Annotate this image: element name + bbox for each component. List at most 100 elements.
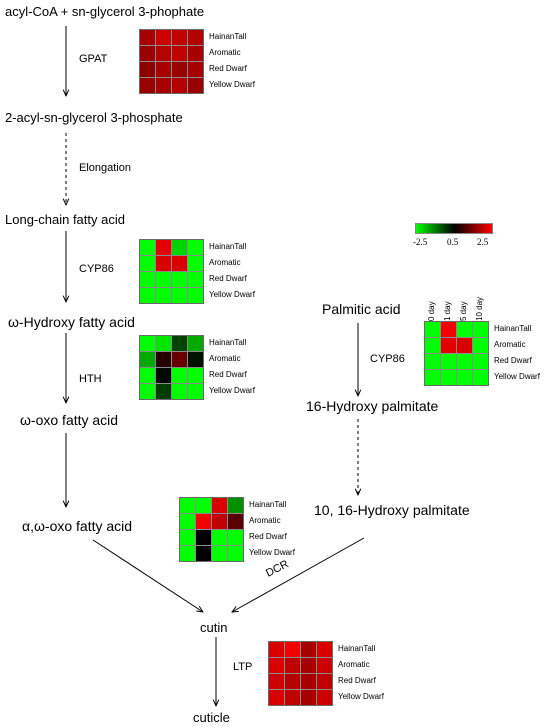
heatmap-row-label: Yellow Dwarf [494,372,540,381]
node-10-16-hydroxy-palmitate: 10, 16-Hydroxy palmitate [314,502,470,518]
heatmap-cell-cyp86_left-r1-c1 [156,256,171,271]
heatmap-cell-cyp86_right-r0-c3 [473,322,488,337]
heatmap-cell-cyp86_right-r2-c3 [473,354,488,369]
heatmap-cell-cyp86_left-r2-c0 [140,272,155,287]
heatmap-cell-ltp-r1-c2 [301,658,316,673]
heatmap-row-label: Aromatic [249,516,281,525]
heatmap-cell-hth-r1-c2 [172,352,187,367]
heatmap-row-label: Yellow Dwarf [209,386,255,395]
heatmap-row-label: Red Dwarf [249,532,287,541]
node-palmitic-acid: Palmitic acid [322,301,401,317]
heatmap-cell-cyp86_left-r0-c1 [156,240,171,255]
heatmap-row-label: Yellow Dwarf [209,80,255,89]
heatmap-cell-ltp-r0-c0 [269,642,284,657]
heatmap-cell-gpat-r3-c3 [188,78,203,93]
heatmap-cell-alpha_omega_oxo-r3-c1 [196,546,211,561]
node-acyl-glycerol-phosphate: 2-acyl-sn-glycerol 3-phosphate [5,110,183,125]
heatmap-cell-cyp86_left-r3-c1 [156,288,171,303]
enzyme-gpat: GPAT [79,53,108,65]
heatmap-cell-alpha_omega_oxo-r3-c0 [180,546,195,561]
heatmap-cell-cyp86_right-r0-c0 [425,322,440,337]
heatmap-cell-hth-r3-c1 [156,384,171,399]
heatmap-cell-ltp-r2-c0 [269,674,284,689]
heatmap-cell-cyp86_right-r2-c2 [457,354,472,369]
heatmap-cell-gpat-r0-c0 [140,30,155,45]
heatmap-cell-ltp-r3-c3 [317,690,332,705]
heatmap-cell-cyp86_left-r1-c0 [140,256,155,271]
heatmap-cell-gpat-r3-c0 [140,78,155,93]
heatmap-cell-ltp-r2-c1 [285,674,300,689]
enzyme-elongation: Elongation [79,162,131,174]
arrow-dcr [232,537,365,612]
heatmap-row-label: Aromatic [209,354,241,363]
heatmap-cell-alpha_omega_oxo-r1-c2 [212,514,227,529]
heatmap-cell-hth-r0-c0 [140,336,155,351]
heatmap-grid [139,29,204,94]
heatmap-grid [424,321,489,386]
heatmap-cell-cyp86_left-r3-c0 [140,288,155,303]
heatmap-row-label: HainanTall [209,242,247,251]
heatmap-cell-gpat-r1-c0 [140,46,155,61]
heatmap-cell-cyp86_right-r2-c0 [425,354,440,369]
heatmap-row-label: Red Dwarf [209,274,247,283]
node-cuticle: cuticle [193,710,230,725]
heatmap-cell-cyp86_left-r3-c3 [188,288,203,303]
heatmap-cell-alpha_omega_oxo-r3-c2 [212,546,227,561]
heatmap-cell-gpat-r3-c2 [172,78,187,93]
enzyme-cyp86-left: CYP86 [79,263,114,275]
heatmap-cell-alpha_omega_oxo-r3-c3 [228,546,243,561]
heatmap-cell-cyp86_left-r2-c1 [156,272,171,287]
enzyme-hth: HTH [79,373,102,385]
heatmap-cell-ltp-r3-c2 [301,690,316,705]
heatmap-cell-ltp-r0-c3 [317,642,332,657]
heatmap-cell-ltp-r1-c1 [285,658,300,673]
node-16-hydroxy-palmitate: 16-Hydroxy palmitate [306,398,439,414]
heatmap-cell-gpat-r0-c2 [172,30,187,45]
heatmap-cell-gpat-r1-c3 [188,46,203,61]
heatmap-cell-hth-r2-c3 [188,368,203,383]
heatmap-row-label: HainanTall [249,500,287,509]
heatmap-row-label: Red Dwarf [209,370,247,379]
node-acyl-coa: acyl-CoA + sn-glycerol 3-phophate [5,4,205,19]
heatmap-cell-gpat-r1-c1 [156,46,171,61]
node-long-chain-fatty-acid: Long-chain fatty acid [5,212,125,227]
node-omega-hydroxy-fatty-acid: ω-Hydroxy fatty acid [8,314,135,330]
color-scale-bar [415,223,493,234]
heatmap-cell-hth-r3-c2 [172,384,187,399]
heatmap-cell-ltp-r0-c1 [285,642,300,657]
heatmap-cell-gpat-r1-c2 [172,46,187,61]
heatmap-row-label: HainanTall [338,644,376,653]
heatmap-grid [139,239,204,304]
heatmap-column-label: 10 day [475,296,484,321]
heatmap-cell-hth-r0-c2 [172,336,187,351]
heatmap-cell-gpat-r2-c1 [156,62,171,77]
heatmap-cell-ltp-r3-c1 [285,690,300,705]
legend-tick-min: -2.5 [413,237,428,247]
heatmap-row-label: HainanTall [494,324,532,333]
enzyme-ltp: LTP [233,661,253,673]
heatmap-cell-gpat-r3-c1 [156,78,171,93]
heatmap-cell-ltp-r2-c3 [317,674,332,689]
heatmap-cell-ltp-r0-c2 [301,642,316,657]
heatmap-cell-cyp86_right-r0-c1 [441,322,456,337]
heatmap-row-label: Aromatic [494,340,526,349]
heatmap-cell-cyp86_right-r2-c1 [441,354,456,369]
heatmap-cell-cyp86_left-r1-c2 [172,256,187,271]
heatmap-cell-cyp86_right-r1-c3 [473,338,488,353]
node-cutin: cutin [200,620,228,635]
heatmap-cell-hth-r0-c3 [188,336,203,351]
heatmap-row-label: Yellow Dwarf [249,548,295,557]
heatmap-cell-hth-r1-c3 [188,352,203,367]
heatmap-cell-alpha_omega_oxo-r1-c3 [228,514,243,529]
heatmap-cell-cyp86_right-r3-c3 [473,370,488,385]
heatmap-cell-cyp86_left-r3-c2 [172,288,187,303]
heatmap-row-label: HainanTall [209,32,247,41]
heatmap-cell-alpha_omega_oxo-r0-c0 [180,498,195,513]
heatmap-cell-cyp86_left-r1-c3 [188,256,203,271]
heatmap-cell-cyp86_right-r3-c0 [425,370,440,385]
heatmap-cell-ltp-r1-c3 [317,658,332,673]
legend-tick-mid: 0.5 [447,237,459,247]
heatmap-cell-alpha_omega_oxo-r1-c0 [180,514,195,529]
heatmap-cell-cyp86_left-r0-c0 [140,240,155,255]
